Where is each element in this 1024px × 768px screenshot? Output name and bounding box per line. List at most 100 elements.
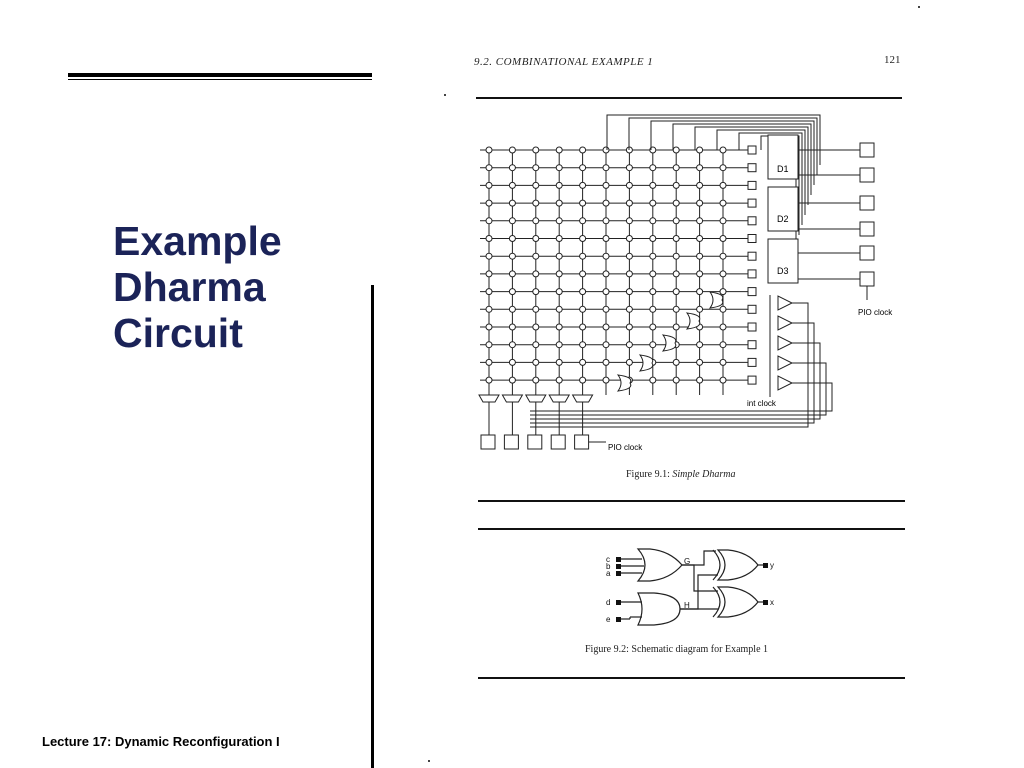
crossbar-switch: [696, 217, 704, 225]
crossbar-switch: [579, 341, 587, 349]
crossbar-switch: [555, 199, 563, 207]
crossbar-switch: [649, 235, 657, 242]
d1-block: [767, 134, 799, 180]
pio-cell: [859, 271, 875, 287]
crossbar-switch: [719, 323, 727, 331]
crossbar-switch: [508, 199, 516, 207]
input-b-label: b: [606, 562, 611, 571]
crossbar-switch: [555, 217, 563, 225]
crossbar-switch: [508, 341, 516, 349]
bottom-pio-cell: [480, 434, 496, 450]
crossbar-switch: [508, 305, 516, 313]
crossbar-switch: [696, 341, 704, 349]
crossbar-switch: [555, 270, 563, 278]
crossbar-switch: [696, 305, 704, 313]
crossbar-switch: [672, 146, 680, 154]
output-buffer: [777, 315, 794, 331]
d2-block: [767, 186, 799, 232]
crossbar-switch: [672, 358, 680, 366]
crossbar-switch: [508, 217, 516, 225]
crossbar-switch: [696, 252, 704, 260]
crossbar-switch: [555, 252, 563, 260]
row-switch-box: [747, 304, 757, 314]
row-switch-box: [747, 340, 757, 350]
header-rule-thin: [68, 79, 372, 80]
row-switch-box: [747, 269, 757, 279]
crossbar-switch: [719, 270, 727, 278]
crossbar-switch: [508, 323, 516, 331]
crossbar-switch: [602, 217, 610, 225]
crossbar-switch: [719, 181, 727, 189]
bottom-mux: [478, 394, 500, 403]
crossbar-switch: [649, 376, 657, 384]
crossbar-switch: [672, 235, 680, 242]
crossbar-switch: [555, 376, 563, 384]
row-switch-box: [747, 163, 757, 173]
crossbar-switch: [508, 181, 516, 189]
crossbar-switch: [649, 181, 657, 189]
crossbar-switch: [532, 252, 540, 260]
output-buffer: [777, 375, 794, 391]
crossbar-switch: [532, 146, 540, 154]
crossbar-switch: [696, 270, 704, 278]
crossbar-switch: [625, 270, 633, 278]
crossbar-switch: [625, 164, 633, 172]
crossbar-switch: [719, 376, 727, 384]
crossbar-switch: [719, 358, 727, 366]
crossbar-switch: [672, 288, 680, 296]
pio-cell: [859, 245, 875, 261]
crossbar-switch: [696, 199, 704, 207]
input-c-label: c: [606, 555, 610, 564]
output-buffer: [777, 355, 794, 371]
figure-9-1-caption-title: Simple Dharma: [672, 469, 736, 480]
crossbar-switch: [532, 288, 540, 296]
crossbar-switch: [602, 235, 610, 242]
crossbar-switch: [485, 199, 493, 207]
crossbar-switch: [602, 270, 610, 278]
crossbar-switch: [672, 323, 680, 331]
crossbar-switch: [532, 358, 540, 366]
row-switch-box: [747, 375, 757, 385]
crossbar-switch: [532, 235, 540, 242]
row-switch-box: [747, 287, 757, 297]
crossbar-switch: [485, 376, 493, 384]
input-a-label: a: [606, 569, 611, 578]
top-route-wire: [738, 132, 803, 225]
crossbar-switch: [672, 217, 680, 225]
crossbar-switch: [649, 270, 657, 278]
logic-gate: [708, 291, 724, 309]
title-line-1: Example: [113, 218, 282, 264]
running-head: 9.2. COMBINATIONAL EXAMPLE 1: [474, 56, 654, 68]
crossbar-switch: [485, 181, 493, 189]
crossbar-switch: [672, 252, 680, 260]
crossbar-switch: [508, 288, 516, 296]
net-h-label: H: [684, 601, 690, 610]
input-d-label: d: [606, 598, 610, 607]
row-switch-box: [747, 145, 757, 155]
crossbar-switch: [625, 199, 633, 207]
title-line-3: Circuit: [113, 310, 243, 356]
feedback-wire: [530, 342, 821, 420]
crossbar-switch: [625, 288, 633, 296]
top-route-wire: [606, 114, 821, 165]
crossbar-switch: [485, 341, 493, 349]
crossbar-switch: [555, 235, 563, 242]
crossbar-switch: [602, 164, 610, 172]
crossbar-switch: [696, 358, 704, 366]
crossbar-switch: [602, 252, 610, 260]
page-rule-top: [476, 97, 902, 99]
cell-blocks: [478, 134, 875, 450]
crossbar-switch: [696, 181, 704, 189]
page-rule-bottom: [478, 677, 905, 679]
crossbar-switch: [602, 305, 610, 313]
crossbar-switch: [649, 288, 657, 296]
crossbar-switch: [579, 270, 587, 278]
crossbar-switch: [719, 252, 727, 260]
crossbar-switch: [555, 341, 563, 349]
scan-speck: [428, 760, 430, 762]
crossbar-switch: [579, 199, 587, 207]
crossbar-switch: [532, 376, 540, 384]
crossbar-switch: [485, 217, 493, 225]
crossbar-switch: [532, 323, 540, 331]
figure-9-1-caption-prefix: Figure 9.1:: [626, 469, 670, 480]
